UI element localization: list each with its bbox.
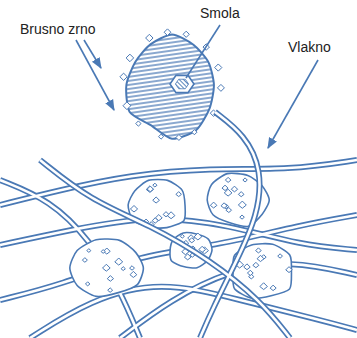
grain-particle [253, 262, 259, 267]
grain-particle [147, 186, 153, 192]
grain-particle [215, 64, 222, 71]
grain-particle [225, 177, 231, 182]
grain-particle [278, 254, 283, 258]
grain-particle [240, 215, 245, 219]
grain-particle [217, 84, 224, 91]
part-label: Vlakno [288, 40, 331, 55]
leader-arrow [76, 40, 114, 110]
grain-particle [146, 186, 153, 193]
grain-particle [164, 29, 171, 36]
fiber [200, 112, 260, 338]
grain-particle [146, 34, 153, 41]
grain-particle [243, 178, 247, 182]
fiber-core [200, 112, 260, 338]
resin-core [170, 75, 194, 92]
grain-particle [153, 183, 157, 187]
grain-particle [238, 201, 246, 208]
grain-particle [180, 234, 184, 238]
fiber [30, 287, 357, 338]
grain-particle [115, 258, 123, 265]
grain-particle [107, 276, 113, 282]
abrasive-grain [70, 239, 144, 297]
grain-particle [176, 134, 182, 140]
grain-particle [231, 186, 237, 192]
grain-particle [270, 285, 276, 290]
grain-particle [194, 233, 202, 240]
fiber-core [40, 160, 290, 338]
grain-particle [153, 197, 160, 203]
grain-particle [222, 185, 228, 190]
grain-particle [260, 283, 268, 290]
grain-particle [221, 203, 227, 209]
grain-particle [101, 250, 105, 254]
fiber-core [0, 180, 140, 338]
grain-particle [82, 258, 87, 263]
grain-particle [126, 54, 134, 62]
grain-particle [159, 134, 164, 139]
grain-particle [247, 270, 253, 275]
grain-particle [120, 73, 127, 80]
grain-particle [183, 31, 189, 37]
grain-particle [163, 212, 169, 217]
grain-particle [130, 205, 137, 212]
fiber-core [30, 287, 357, 338]
grain-particle [108, 288, 113, 292]
grain-particle [136, 121, 141, 126]
grain-particle [130, 266, 135, 270]
part-label: Brusno zrno [20, 22, 95, 37]
grain-particle [121, 267, 125, 271]
grain-particle [176, 192, 181, 197]
resin-core-inner [175, 79, 188, 89]
abrasive-grain-section [126, 35, 214, 139]
grain-particle [244, 264, 250, 270]
grain-particle [103, 264, 111, 271]
grain-particle [123, 102, 131, 110]
grain-particle [256, 248, 262, 253]
grain-particle [130, 271, 137, 277]
grain-particle [286, 267, 293, 273]
leader-line [186, 25, 220, 78]
leader-arrow [84, 40, 101, 68]
grain-particle [238, 192, 244, 197]
grain-particle [257, 255, 264, 261]
leader-arrow [268, 60, 318, 148]
grain-particle [199, 246, 206, 252]
grain-particle [152, 218, 158, 223]
grain-particle [226, 207, 232, 212]
grain-particle [192, 130, 197, 135]
grain-particle [210, 202, 217, 208]
grain-particle [87, 249, 91, 253]
grain-particle [189, 238, 195, 243]
part-label: Smola [200, 6, 240, 21]
fiber [40, 160, 290, 338]
grain-particle [85, 282, 89, 286]
